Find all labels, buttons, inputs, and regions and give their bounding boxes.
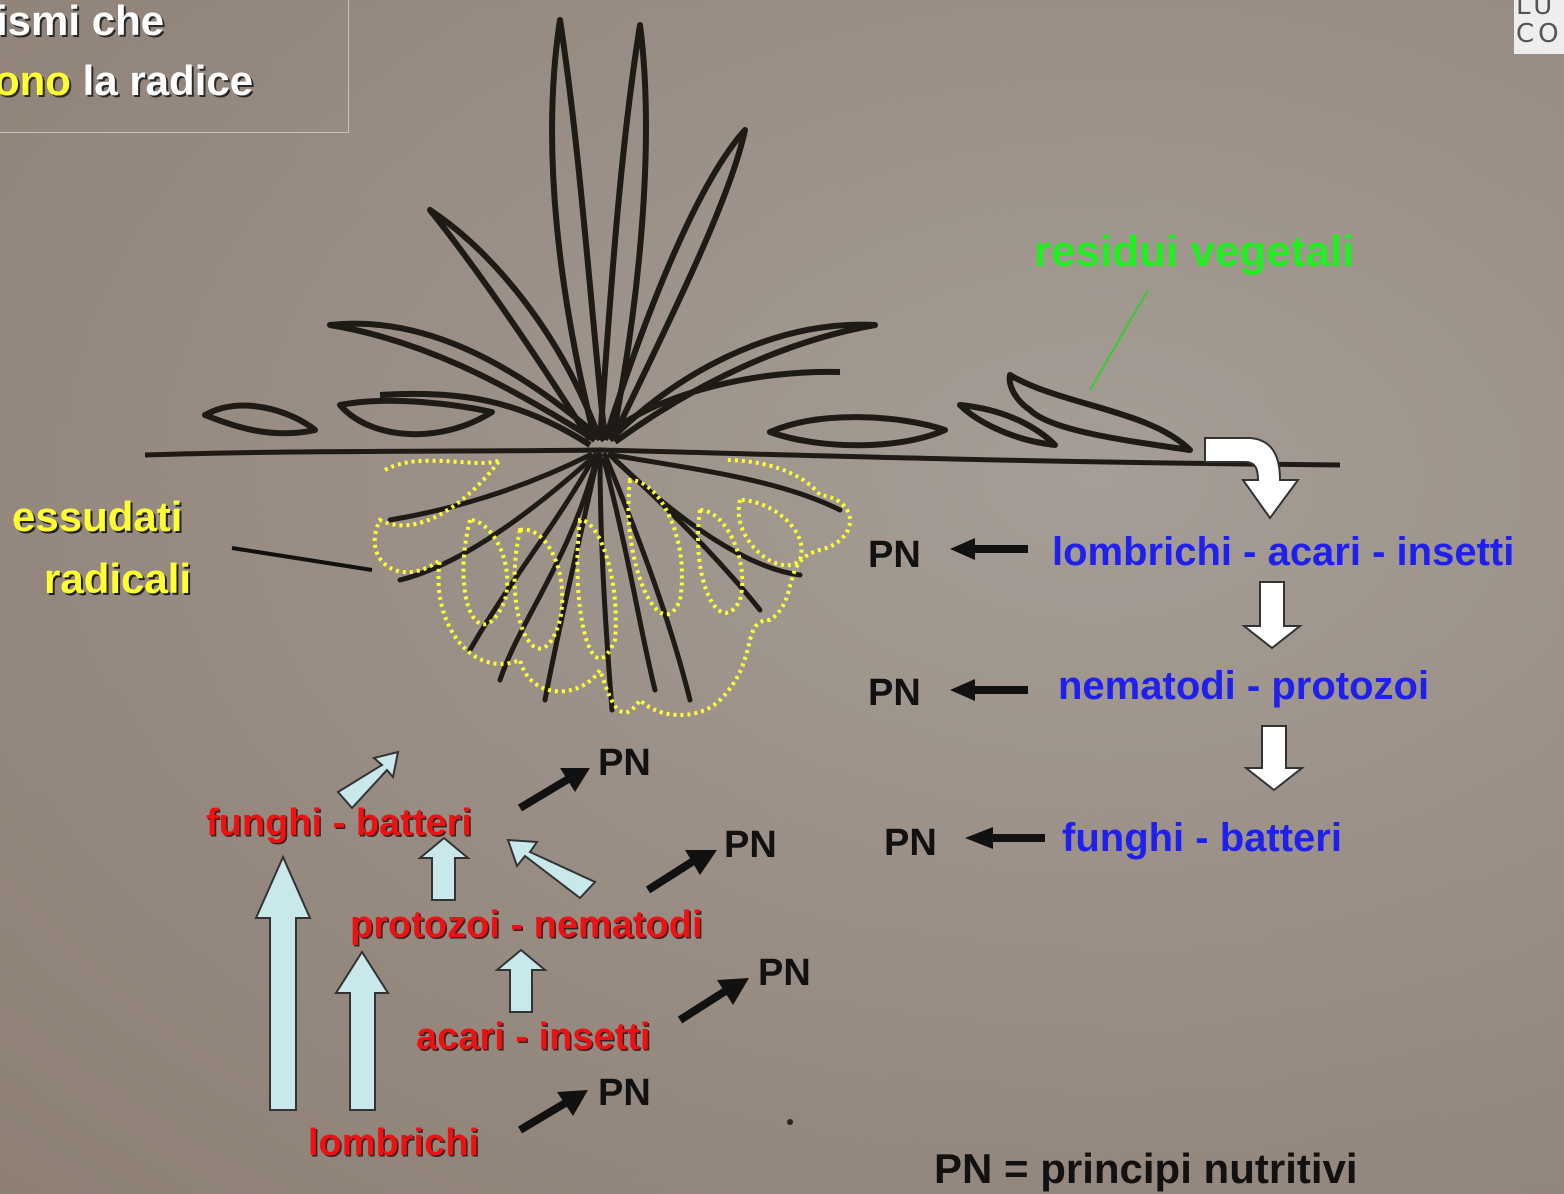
pn-left-earthworms: PN [598, 1074, 651, 1112]
pn-right-level-1: PN [868, 536, 921, 574]
chain-left-protozoa-nematodes: protozoi - nematodi [350, 906, 703, 944]
pn-left-protozoa: PN [724, 826, 777, 864]
plant-roots [390, 455, 840, 710]
chain-left-fungi-bacteria: funghi - batteri [206, 804, 472, 842]
title-line-2: ono la radice [0, 60, 253, 102]
chain-right-level-1: lombrichi - acari - insetti [1052, 532, 1514, 572]
residues-leader [1090, 290, 1148, 390]
curved-flow-arrow [1205, 438, 1298, 518]
logo-line-2: CO [1516, 20, 1564, 48]
plant-residues-label: residui vegetali [1034, 230, 1354, 274]
university-logo: LU CO [1514, 0, 1564, 54]
exudates-label-2: radicali [44, 558, 191, 600]
pn-left-mites: PN [758, 954, 811, 992]
exudates-label-1: essudati [12, 496, 182, 538]
title-line-1: ismi che [0, 0, 164, 42]
logo-line-1: LU [1516, 0, 1564, 20]
title-line-2-rest: la radice [71, 57, 253, 104]
speck [787, 1119, 793, 1125]
legend-pn: PN = principi nutritivi [934, 1148, 1358, 1190]
exudates-leader [232, 548, 372, 570]
title-highlight: ono [0, 57, 71, 104]
pn-arrows-right [950, 538, 1045, 849]
flow-arrow-down-2 [1246, 726, 1302, 790]
pn-left-fungi: PN [598, 744, 651, 782]
chain-right-level-3: funghi - batteri [1062, 818, 1342, 858]
pn-right-level-2: PN [868, 674, 921, 712]
chain-right-level-2: nematodi - protozoi [1058, 666, 1429, 706]
chain-left-mites-insects: acari - insetti [416, 1018, 650, 1056]
chain-left-earthworms: lombrichi [308, 1124, 479, 1162]
flow-arrow-down-1 [1244, 582, 1300, 648]
pn-right-level-3: PN [884, 824, 937, 862]
